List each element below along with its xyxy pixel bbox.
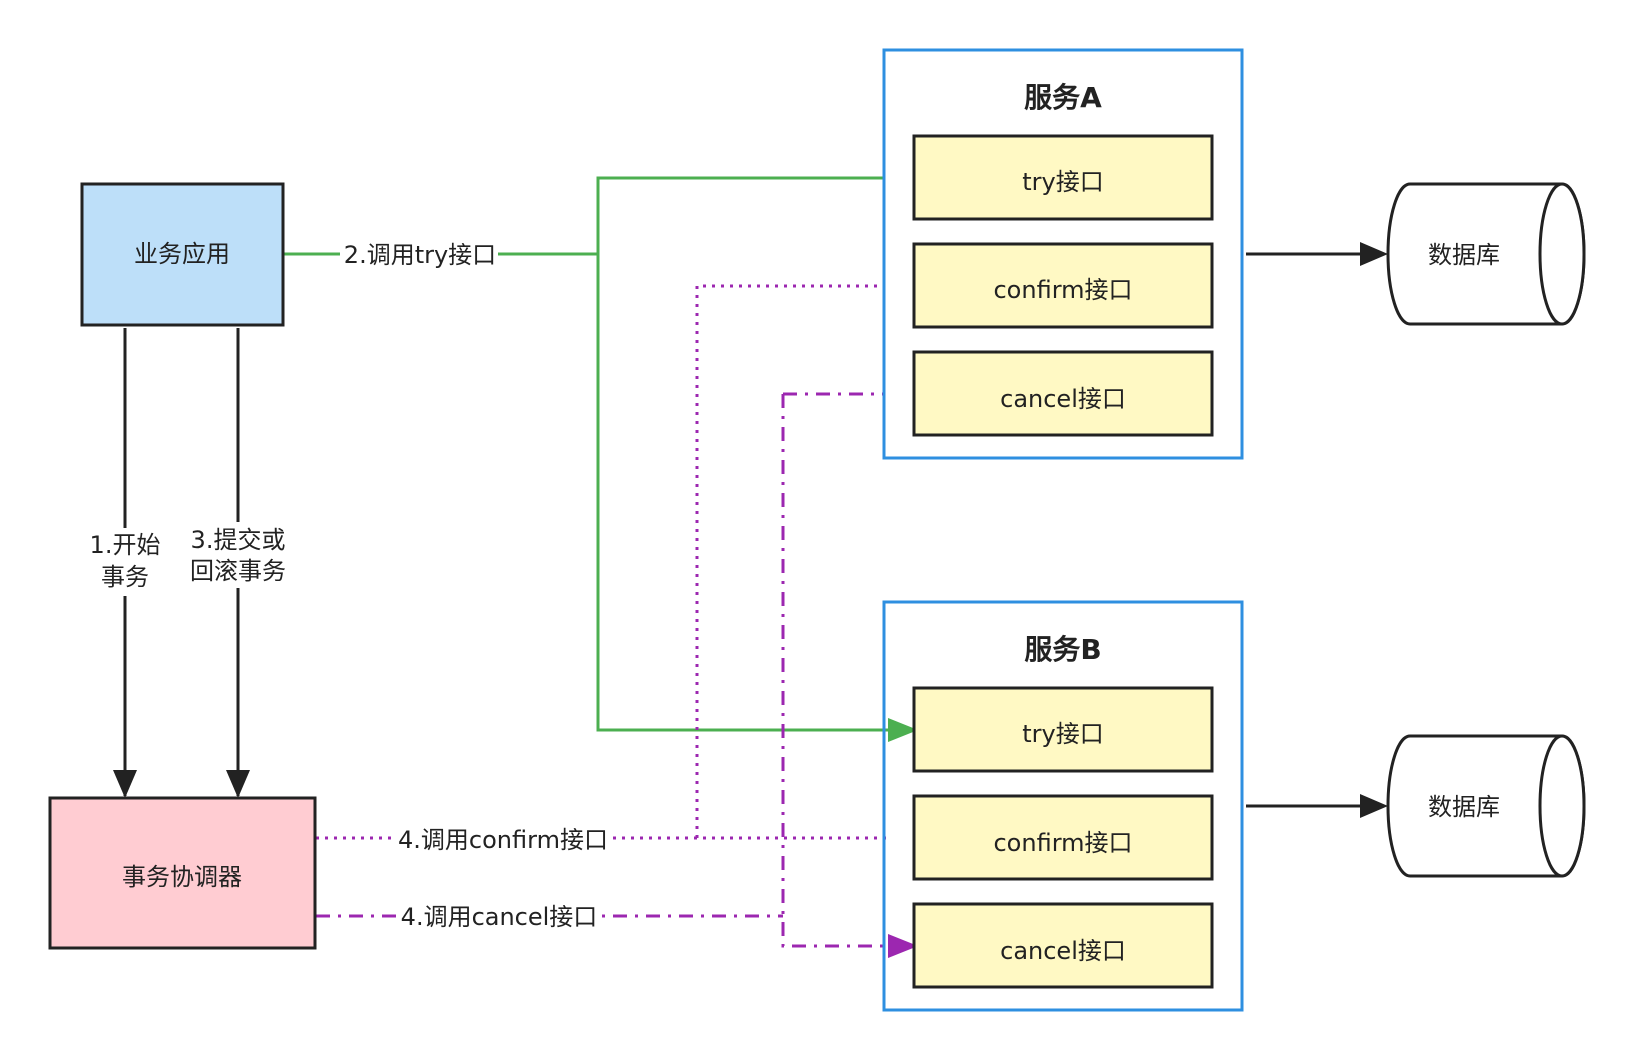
coordinator-label: 事务协调器 [122, 863, 242, 891]
label-call-try: 2.调用try接口 [344, 241, 496, 269]
arrowhead-begin-transaction [113, 770, 137, 798]
coordinator-box [48, 796, 317, 950]
business-app-label: 业务应用 [134, 240, 230, 268]
service-a-cancel-box [912, 350, 1214, 437]
service-b-confirm-label: confirm接口 [993, 829, 1132, 857]
service-a-title: 服务A [1024, 81, 1102, 114]
database-a-label: 数据库 [1428, 241, 1500, 269]
label-begin-transaction-line1: 1.开始 [90, 531, 161, 559]
arrowhead-cancel-b [888, 934, 918, 958]
label-commit-rollback-line2: 回滚事务 [190, 557, 286, 585]
database-b-icon [1386, 734, 1586, 878]
label-call-cancel: 4.调用cancel接口 [401, 903, 598, 931]
service-b-cancel-label: cancel接口 [1000, 937, 1126, 965]
label-begin-transaction-line2: 事务 [101, 563, 149, 591]
service-b-try-label: try接口 [1022, 720, 1103, 748]
edge-call-cancel-a [781, 394, 900, 948]
database-b-label: 数据库 [1428, 793, 1500, 821]
arrowhead-commit-or-rollback [226, 770, 250, 798]
service-a-cancel-label: cancel接口 [1000, 385, 1126, 413]
service-b-cancel-box [912, 902, 1214, 989]
service-a-try-box [912, 134, 1214, 221]
edge-call-try-b [596, 254, 900, 732]
label-commit-rollback-line1: 3.提交或 [191, 526, 286, 554]
service-b-confirm-box [912, 794, 1214, 881]
arrowhead-try-b [888, 718, 918, 742]
service-a-confirm-label: confirm接口 [993, 276, 1132, 304]
service-b-try-box [912, 686, 1214, 773]
edge-call-confirm-a [695, 284, 900, 838]
business-app-box [80, 182, 285, 327]
service-a-confirm-box [912, 242, 1214, 329]
service-b-container [882, 600, 1244, 1012]
arrowhead-db-b [1360, 794, 1388, 818]
label-call-confirm: 4.调用confirm接口 [398, 826, 608, 854]
service-b-title: 服务B [1024, 633, 1101, 666]
database-a-icon [1386, 182, 1586, 326]
service-a-try-label: try接口 [1022, 168, 1103, 196]
arrowhead-db-a [1360, 242, 1388, 266]
